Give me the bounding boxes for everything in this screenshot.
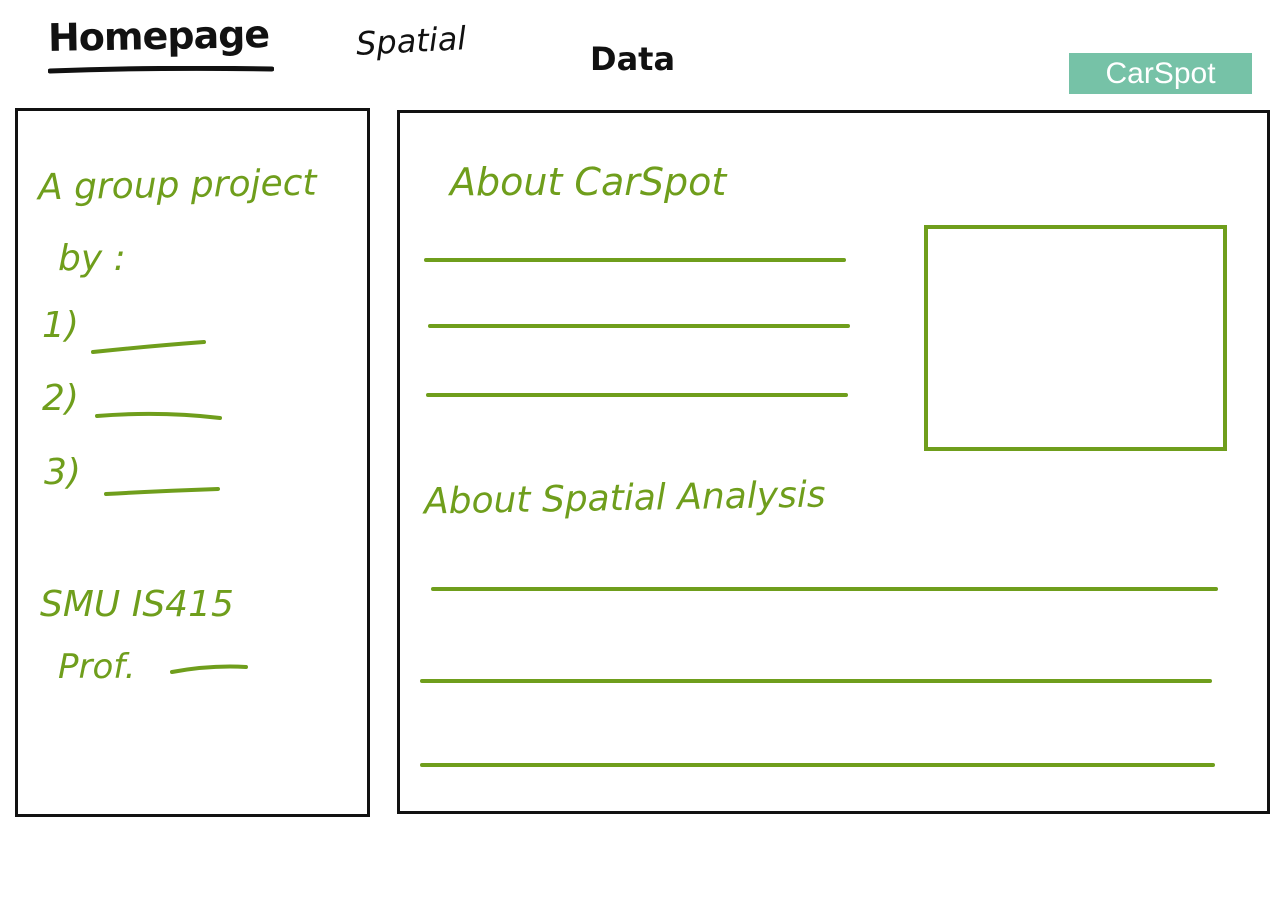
nav-homepage[interactable]: Homepage — [47, 12, 270, 60]
active-nav-underline — [48, 66, 274, 74]
nav-spatial[interactable]: Spatial — [355, 19, 468, 63]
image-placeholder — [924, 225, 1227, 451]
course-label: SMU IS415 — [40, 584, 234, 625]
member-3-number: 3) — [44, 452, 81, 493]
about-carspot-heading: About CarSpot — [450, 160, 727, 204]
carspot-logo[interactable]: CarSpot — [1069, 53, 1252, 94]
prof-label: Prof. — [58, 647, 136, 687]
nav-data[interactable]: Data — [590, 40, 676, 78]
about-spatial-analysis-heading: About Spatial Analysis — [423, 474, 826, 523]
sidebar-panel — [15, 108, 370, 817]
member-1-number: 1) — [42, 305, 79, 346]
main-content-panel — [397, 110, 1270, 814]
credit-heading: A group project — [37, 162, 317, 209]
member-2-number: 2) — [42, 378, 79, 419]
credit-heading-by: by : — [58, 238, 126, 279]
